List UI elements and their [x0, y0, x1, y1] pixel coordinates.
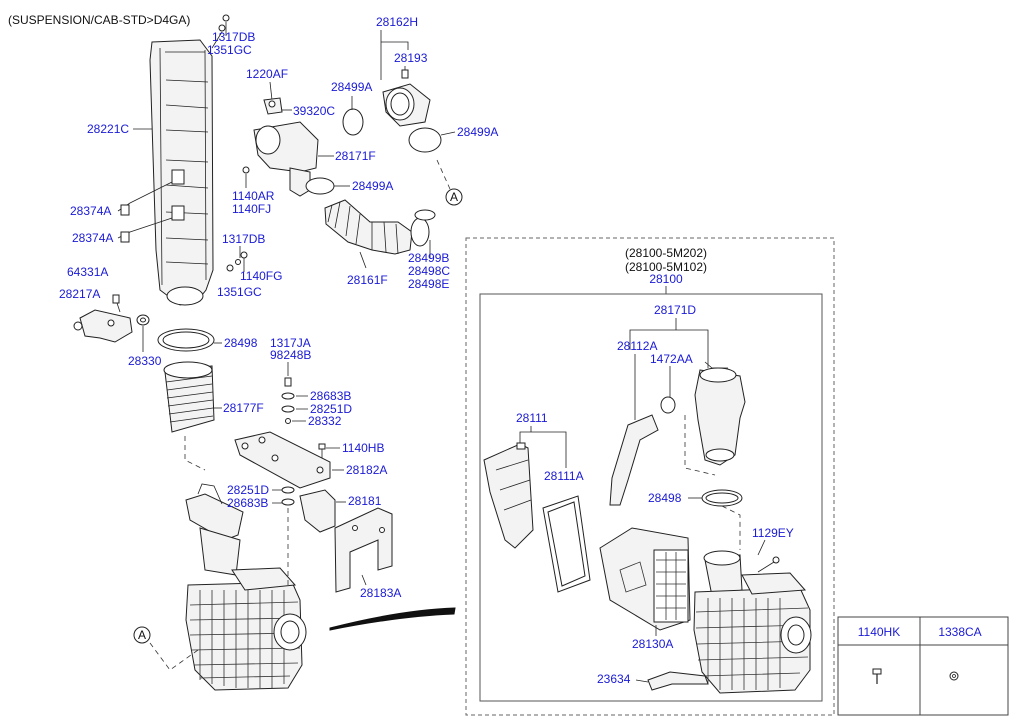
bracket-28183a [334, 507, 393, 593]
circle-a-bottom-text: A [138, 628, 146, 642]
diagram-title: (SUSPENSION/CAB-STD>D4GA) [8, 13, 190, 27]
label-28251d-1: 28251D [310, 402, 352, 416]
label-28177f: 28177F [223, 401, 264, 415]
air-cleaner-body-right [693, 550, 812, 694]
bolt-1129ey [757, 539, 780, 573]
legend-table: 1140HK 1338CA [837, 616, 1009, 716]
label-39320c: 39320C [293, 104, 335, 118]
label-28193: 28193 [394, 51, 428, 65]
bracket-28181 [299, 489, 346, 533]
label-28251d-2: 28251D [227, 483, 269, 497]
assembly-outer-box [465, 237, 835, 716]
label-28221c: 28221C [87, 122, 129, 136]
assy-code-1: (28100-5M202) [625, 246, 707, 260]
label-1140fg: 1140FG [240, 269, 282, 283]
label-28181: 28181 [348, 494, 382, 508]
label-28217a: 28217A [59, 287, 100, 301]
legend-header-1140hk: 1140HK [858, 625, 900, 639]
clip-1472aa [660, 396, 676, 414]
hose-23634 [635, 671, 709, 691]
washer-stack-lower [272, 486, 295, 585]
grommet-28330 [136, 314, 150, 352]
label-28374a-1: 28374A [70, 204, 111, 218]
label-28499a-2: 28499A [457, 125, 498, 139]
pointer-arrow [329, 607, 456, 631]
intake-hose-28161f [324, 199, 430, 269]
label-1140hb: 1140HB [342, 441, 384, 455]
label-28171f: 28171F [335, 149, 376, 163]
label-28332: 28332 [308, 414, 342, 428]
bracket-28217a [73, 294, 133, 343]
circle-a-bottom: A [133, 626, 199, 671]
intake-elbow-28162h [382, 83, 431, 127]
label-1317db-mid: 1317DB [222, 232, 265, 246]
clamp-28499a-1 [342, 96, 364, 136]
label-28161f: 28161F [347, 273, 388, 287]
label-28498e: 28498E [408, 277, 449, 291]
label-1140fj: 1140FJ [232, 202, 271, 216]
label-1317ja: 1317JA [270, 336, 311, 350]
label-28111a: 28111A [544, 469, 584, 483]
label-28499b: 28499B [408, 251, 449, 265]
label-28498-right: 28498 [648, 491, 682, 505]
mount-bracket-28182a [234, 431, 344, 489]
label-1140ar: 1140AR [232, 189, 275, 203]
bolt-28193 [401, 66, 409, 79]
bellows-hose-28177f [163, 361, 222, 433]
bolt-1317db-top [211, 14, 230, 49]
assy-main-number: 28100 [649, 272, 683, 286]
air-intake-duct-28221c [149, 39, 214, 306]
label-1351gc-top: 1351GC [207, 43, 252, 57]
label-28683b-1: 28683B [310, 389, 351, 403]
clamp-28499a-2 [408, 127, 456, 153]
label-28111: 28111 [516, 411, 548, 425]
label-28183a: 28183A [360, 586, 401, 600]
assy-code-2: (28100-5M102) [625, 260, 707, 274]
label-28498-left: 28498 [224, 336, 258, 350]
label-23634: 23634 [597, 672, 631, 686]
circle-a-top: A [436, 159, 463, 206]
label-28499a-1: 28499A [331, 80, 372, 94]
label-1220af: 1220AF [246, 67, 288, 81]
label-98248b: 98248B [270, 348, 311, 362]
clamp-28498-right [688, 489, 743, 550]
label-28498c: 28498C [408, 264, 450, 278]
label-28112a: 28112A [617, 339, 657, 353]
label-28171d: 28171D [654, 303, 696, 317]
circle-a-top-text: A [450, 190, 458, 204]
clamp-28498-left [157, 328, 222, 352]
air-flow-housing-28171f [253, 121, 334, 197]
label-28683b-2: 28683B [227, 496, 268, 510]
washer-stack-upper [281, 377, 308, 424]
label-28374a-2: 28374A [72, 231, 113, 245]
label-28499a-3: 28499A [352, 179, 393, 193]
gasket-28111a [542, 495, 591, 593]
pad-28374a [117, 181, 173, 243]
nut-icon [949, 671, 959, 681]
air-cleaner-cover-28111 [483, 442, 534, 549]
label-1317db-top: 1317DB [212, 30, 255, 44]
label-1351gc-mid: 1351GC [217, 285, 262, 299]
bolt-1140fg [226, 246, 248, 272]
label-64331a: 64331A [67, 265, 108, 279]
intake-pipe-28171d [684, 361, 746, 476]
bolt-1140ar [242, 166, 250, 188]
filter-element-28130a [599, 527, 691, 636]
label-28162h: 28162H [376, 15, 418, 29]
label-28182a: 28182A [346, 463, 387, 477]
label-1129ey: 1129EY [752, 526, 794, 540]
assembly-inner-box [479, 293, 823, 702]
bolt-icon [872, 668, 882, 684]
label-1472aa: 1472AA [650, 352, 693, 366]
label-28130a: 28130A [632, 637, 673, 651]
sensor-39320c [263, 97, 283, 115]
drain-hose-28112a [609, 414, 659, 506]
legend-header-1338ca: 1338CA [938, 625, 981, 639]
air-cleaner-left [185, 483, 307, 691]
clamp-28499b [414, 209, 436, 258]
label-28330: 28330 [128, 354, 162, 368]
clamp-28499a-3 [305, 177, 350, 195]
